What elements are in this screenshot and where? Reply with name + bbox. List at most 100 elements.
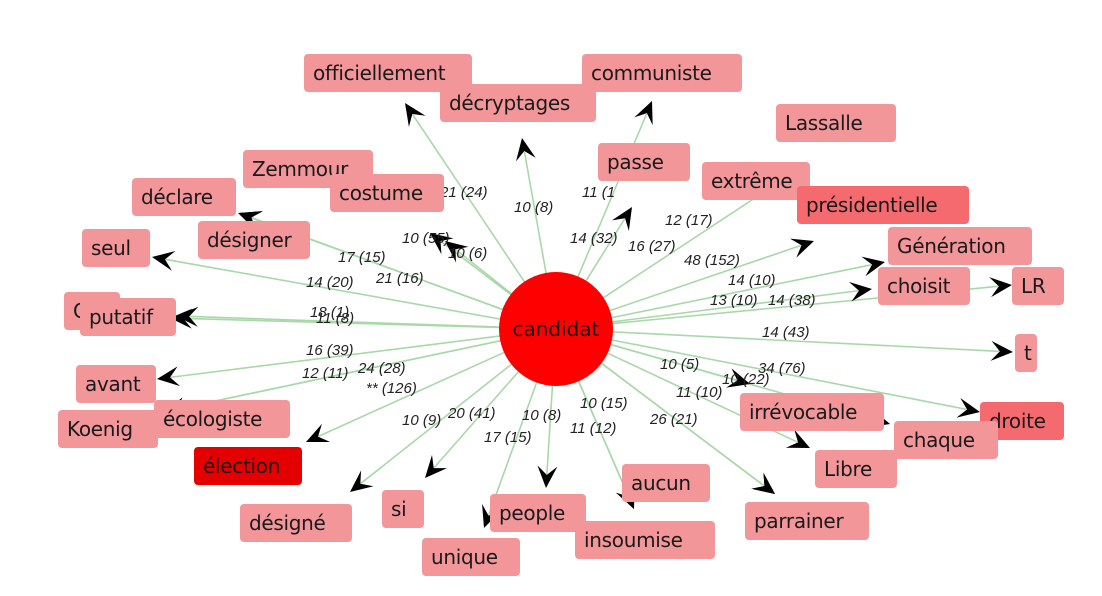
arrowhead-irrevocable [726, 368, 750, 388]
edge-communiste [575, 113, 648, 282]
edge-label-parrainer2: 26 (21) [649, 411, 698, 428]
edge-presidentielle [604, 244, 802, 313]
node-declare[interactable]: déclare [132, 178, 236, 216]
arrowhead-generation [861, 256, 885, 277]
edge-label-avant: 16 (39) [306, 342, 354, 359]
node-si[interactable]: si [382, 490, 424, 528]
node-presidentielle[interactable]: présidentielle [797, 186, 969, 224]
edge-label-generation: 48 (152) [684, 252, 740, 269]
node-putatif[interactable]: putatif [80, 298, 176, 336]
edge-label-si: 20 (41) [447, 405, 496, 422]
edge-label-t: 14 (38) [768, 292, 816, 309]
arrowhead-presidentielle [789, 238, 814, 258]
node-chaque[interactable]: chaque [894, 421, 998, 459]
edge-label-lr: 13 (10) [710, 292, 758, 309]
arrowhead-lr [989, 277, 1012, 298]
edge-putatif [183, 317, 505, 329]
node-election[interactable]: élection [194, 447, 302, 485]
edge-label-irrevocable: 10 (5) [660, 356, 699, 373]
edge-label-libre: 10 (22) [722, 371, 770, 388]
edge-seul [165, 258, 505, 321]
center-node-candidat[interactable]: candidat [499, 272, 613, 386]
edge-parrainer2 [597, 359, 765, 487]
edge-label-ecologiste: 12 (11) [302, 365, 348, 382]
node-lassalle[interactable]: Lassalle [776, 104, 896, 142]
edge-label-costume: 10 (55) [402, 230, 450, 247]
edge-label-seul: 21 (16) [375, 270, 424, 287]
edge-unique [488, 377, 540, 516]
edge-label-insoumise: 11 (12) [570, 420, 616, 437]
node-choisit[interactable]: choisit [878, 267, 970, 305]
edge-label-aucun: 10 (15) [580, 395, 628, 412]
edge-label-designe: 10 (9) [402, 412, 441, 429]
node-communiste[interactable]: communiste [582, 54, 742, 92]
edge-label-designer: 17 (15) [338, 249, 386, 266]
edge-label-parrainer: 11 (10) [676, 384, 722, 401]
arrowhead-election [306, 423, 331, 443]
node-seul[interactable]: seul [82, 229, 150, 267]
edge-designe [360, 360, 516, 484]
edge-insoumise [575, 376, 630, 497]
edge-label-communiste: 11 (1 [582, 184, 615, 201]
edge-label-presidentielle: 16 (27) [628, 238, 676, 255]
edge-passe [582, 218, 626, 286]
node-avant[interactable]: avant [76, 365, 156, 403]
node-insoumise[interactable]: insoumise [575, 521, 715, 559]
node-costume[interactable]: costume [330, 174, 444, 212]
edge-label-zemmour: 10 (6) [448, 245, 487, 262]
node-people[interactable]: people [490, 494, 586, 532]
node-officiellement[interactable]: officiellement [304, 54, 472, 92]
node-aucun[interactable]: aucun [622, 464, 710, 502]
edge-label-unique: 17 (15) [484, 429, 532, 446]
node-designer[interactable]: désigner [198, 221, 310, 259]
node-parrainer[interactable]: parrainer [745, 502, 869, 540]
edge-avant [170, 334, 505, 379]
node-t[interactable]: t [1015, 334, 1037, 372]
arrowhead-decryptages [516, 138, 536, 162]
arrowhead-droite [956, 397, 980, 418]
arrowhead-people [537, 465, 558, 488]
arrowhead-putatif [170, 308, 193, 329]
edge-officiellement [412, 114, 528, 287]
arrowhead-t [990, 340, 1013, 361]
node-extreme[interactable]: extrême [702, 162, 810, 200]
edge-label-hidden: 18 (1) [310, 304, 349, 321]
arrowhead-officiellement [405, 103, 426, 127]
node-passe[interactable]: passe [598, 143, 690, 181]
edge-label-extreme: 12 (17) [665, 212, 713, 229]
node-lr[interactable]: LR [1012, 267, 1064, 305]
arrowhead-designe [350, 470, 374, 492]
node-irrevocable[interactable]: irrévocable [740, 393, 884, 431]
edge-labels-layer: 21 (24) 10 (8) 11 (1 14 (32) 10 (55)10 (6) 12… [302, 184, 816, 446]
arrowhead-declare [239, 211, 264, 230]
edge-decryptages [523, 151, 548, 278]
node-ecologiste[interactable]: écologiste [154, 400, 290, 438]
edge-si [433, 367, 523, 469]
edge-label-putatif: 11 (8) [316, 310, 354, 327]
arrowhead-passe [611, 207, 632, 231]
edge-label-people: 10 (8) [522, 407, 561, 424]
edge-label-koenig: 24 (28) [357, 360, 406, 377]
edge-generation [606, 264, 872, 320]
edge-label-officiellement: 21 (24) [439, 184, 488, 201]
node-libre[interactable]: Libre [815, 450, 897, 488]
edge-label-chaque: 34 (76) [758, 360, 806, 377]
edge-koenig [176, 338, 506, 410]
node-droite[interactable]: droite [980, 402, 1064, 440]
edge-label-passe: 14 (32) [570, 230, 618, 247]
node-decryptages[interactable]: décryptages [440, 84, 596, 122]
arrowhead-libre [785, 429, 810, 448]
edge-label-choisit: 14 (10) [728, 272, 776, 289]
arrowhead-seul [152, 251, 176, 271]
edge-t [607, 330, 1000, 353]
node-designe[interactable]: désigné [240, 504, 352, 542]
node-unique[interactable]: unique [422, 538, 520, 576]
arrowhead-hidden [176, 306, 199, 327]
arrowhead-si [425, 454, 448, 478]
edge-choisit [607, 289, 859, 324]
edge-label-declare: 14 (20) [306, 274, 354, 291]
edge-label-droite: 14 (43) [762, 324, 810, 341]
node-generation[interactable]: Génération [888, 227, 1032, 265]
edge-zemmour [455, 249, 516, 298]
node-koenig[interactable]: Koenig [58, 410, 158, 448]
